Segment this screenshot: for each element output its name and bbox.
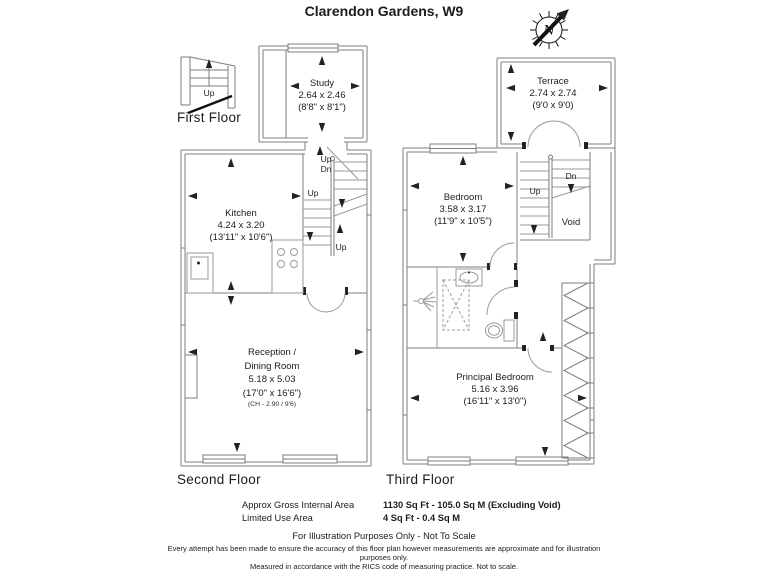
second-floor-up-left-label: Up xyxy=(307,188,319,198)
wardrobe-doors xyxy=(561,282,594,459)
principal-bedroom-name: Principal Bedroom xyxy=(456,372,534,383)
stove-icon xyxy=(271,239,304,294)
study-metric: 2.64 x 2.46 xyxy=(298,90,346,101)
study-room xyxy=(258,43,368,143)
study-label: Study 2.64 x 2.46 (8'8" x 8'1") xyxy=(298,78,346,114)
basin-icon xyxy=(455,268,483,287)
gross-area-value: 1130 Sq Ft - 105.0 Sq M (Excluding Void) xyxy=(383,500,561,510)
shower-enclosure xyxy=(442,279,470,331)
third-floor-walls xyxy=(402,143,616,466)
second-floor-walls xyxy=(180,142,372,467)
study-name: Study xyxy=(309,78,335,89)
bedroom-name: Bedroom xyxy=(443,192,483,203)
compass-icon: N xyxy=(530,9,569,49)
sink-icon xyxy=(186,252,214,294)
principal-bedroom-imperial: (16'11" x 13'0") xyxy=(463,396,527,407)
principal-bedroom-metric: 5.16 x 3.96 xyxy=(471,384,519,395)
compass-letter: N xyxy=(542,24,555,39)
third-floor-staircase xyxy=(520,152,591,241)
first-floor-up-label: Up xyxy=(203,88,215,98)
terrace-imperial: (9'0 x 9'0) xyxy=(532,100,574,111)
bathroom-fixtures xyxy=(413,268,515,342)
shower-icon xyxy=(413,291,437,312)
page-title: Clarendon Gardens, W9 xyxy=(304,3,464,19)
bedroom-imperial: (11'9" x 10'5") xyxy=(434,216,492,227)
terrace-name: Terrace xyxy=(537,76,569,87)
reception-name-line1: Reception / xyxy=(247,347,297,358)
second-floor-up-bottom-label: Up xyxy=(335,242,347,252)
illustration-note: For Illustration Purposes Only - Not To … xyxy=(292,531,476,541)
reception-imperial: (17'0" x 16'6") xyxy=(242,387,302,399)
toilet-icon xyxy=(485,319,515,342)
second-floor-label: Second Floor xyxy=(177,472,261,487)
terrace-label: Terrace 2.74 x 2.74 (9'0 x 9'0) xyxy=(529,76,576,112)
kitchen-imperial: (13'11" x 10'6") xyxy=(209,232,273,243)
rics-note: Measured in accordance with the RICS cod… xyxy=(249,562,519,571)
reception-label: Reception / Dining Room 5.18 x 5.03 (17'… xyxy=(243,346,301,409)
kitchen-fixtures xyxy=(186,239,304,294)
kitchen-label: Kitchen 4.24 x 3.20 (13'11" x 10'6") xyxy=(209,208,272,244)
third-floor-up-label: Up xyxy=(529,186,541,196)
kitchen-name: Kitchen xyxy=(225,208,257,219)
limited-area-label: Limited Use Area xyxy=(242,513,313,523)
second-floor-dn-label: Dn xyxy=(320,164,332,174)
disclaimer-text: Every attempt has been made to ensure th… xyxy=(167,544,601,562)
reception-metric: 5.18 x 5.03 xyxy=(248,374,296,385)
study-imperial: (8'8" x 8'1") xyxy=(298,102,346,113)
first-floor-label: First Floor xyxy=(177,110,242,125)
limited-area-value: 4 Sq Ft - 0.4 Sq M xyxy=(383,513,460,523)
first-floor-stairs xyxy=(180,56,236,115)
void-label: Void xyxy=(561,217,581,228)
second-floor-entry-up-label: Up xyxy=(320,154,332,164)
kitchen-metric: 4.24 x 3.20 xyxy=(217,220,265,231)
bedroom-label: Bedroom 3.58 x 3.17 (11'9" x 10'5") xyxy=(434,192,492,228)
third-floor-label: Third Floor xyxy=(386,472,455,487)
terrace-metric: 2.74 x 2.74 xyxy=(529,88,577,99)
reception-name-line2: Dining Room xyxy=(244,360,300,372)
reception-ceiling-height: (CH - 2.90 / 9'6) xyxy=(247,401,297,408)
principal-bedroom-label: Principal Bedroom 5.16 x 3.96 (16'11" x … xyxy=(456,372,534,408)
terrace xyxy=(496,57,616,149)
second-floor-staircase xyxy=(303,146,368,256)
gross-area-label: Approx Gross Internal Area xyxy=(242,500,355,510)
bedroom-metric: 3.58 x 3.17 xyxy=(439,204,487,215)
third-floor-dn-label: Dn xyxy=(565,171,577,181)
